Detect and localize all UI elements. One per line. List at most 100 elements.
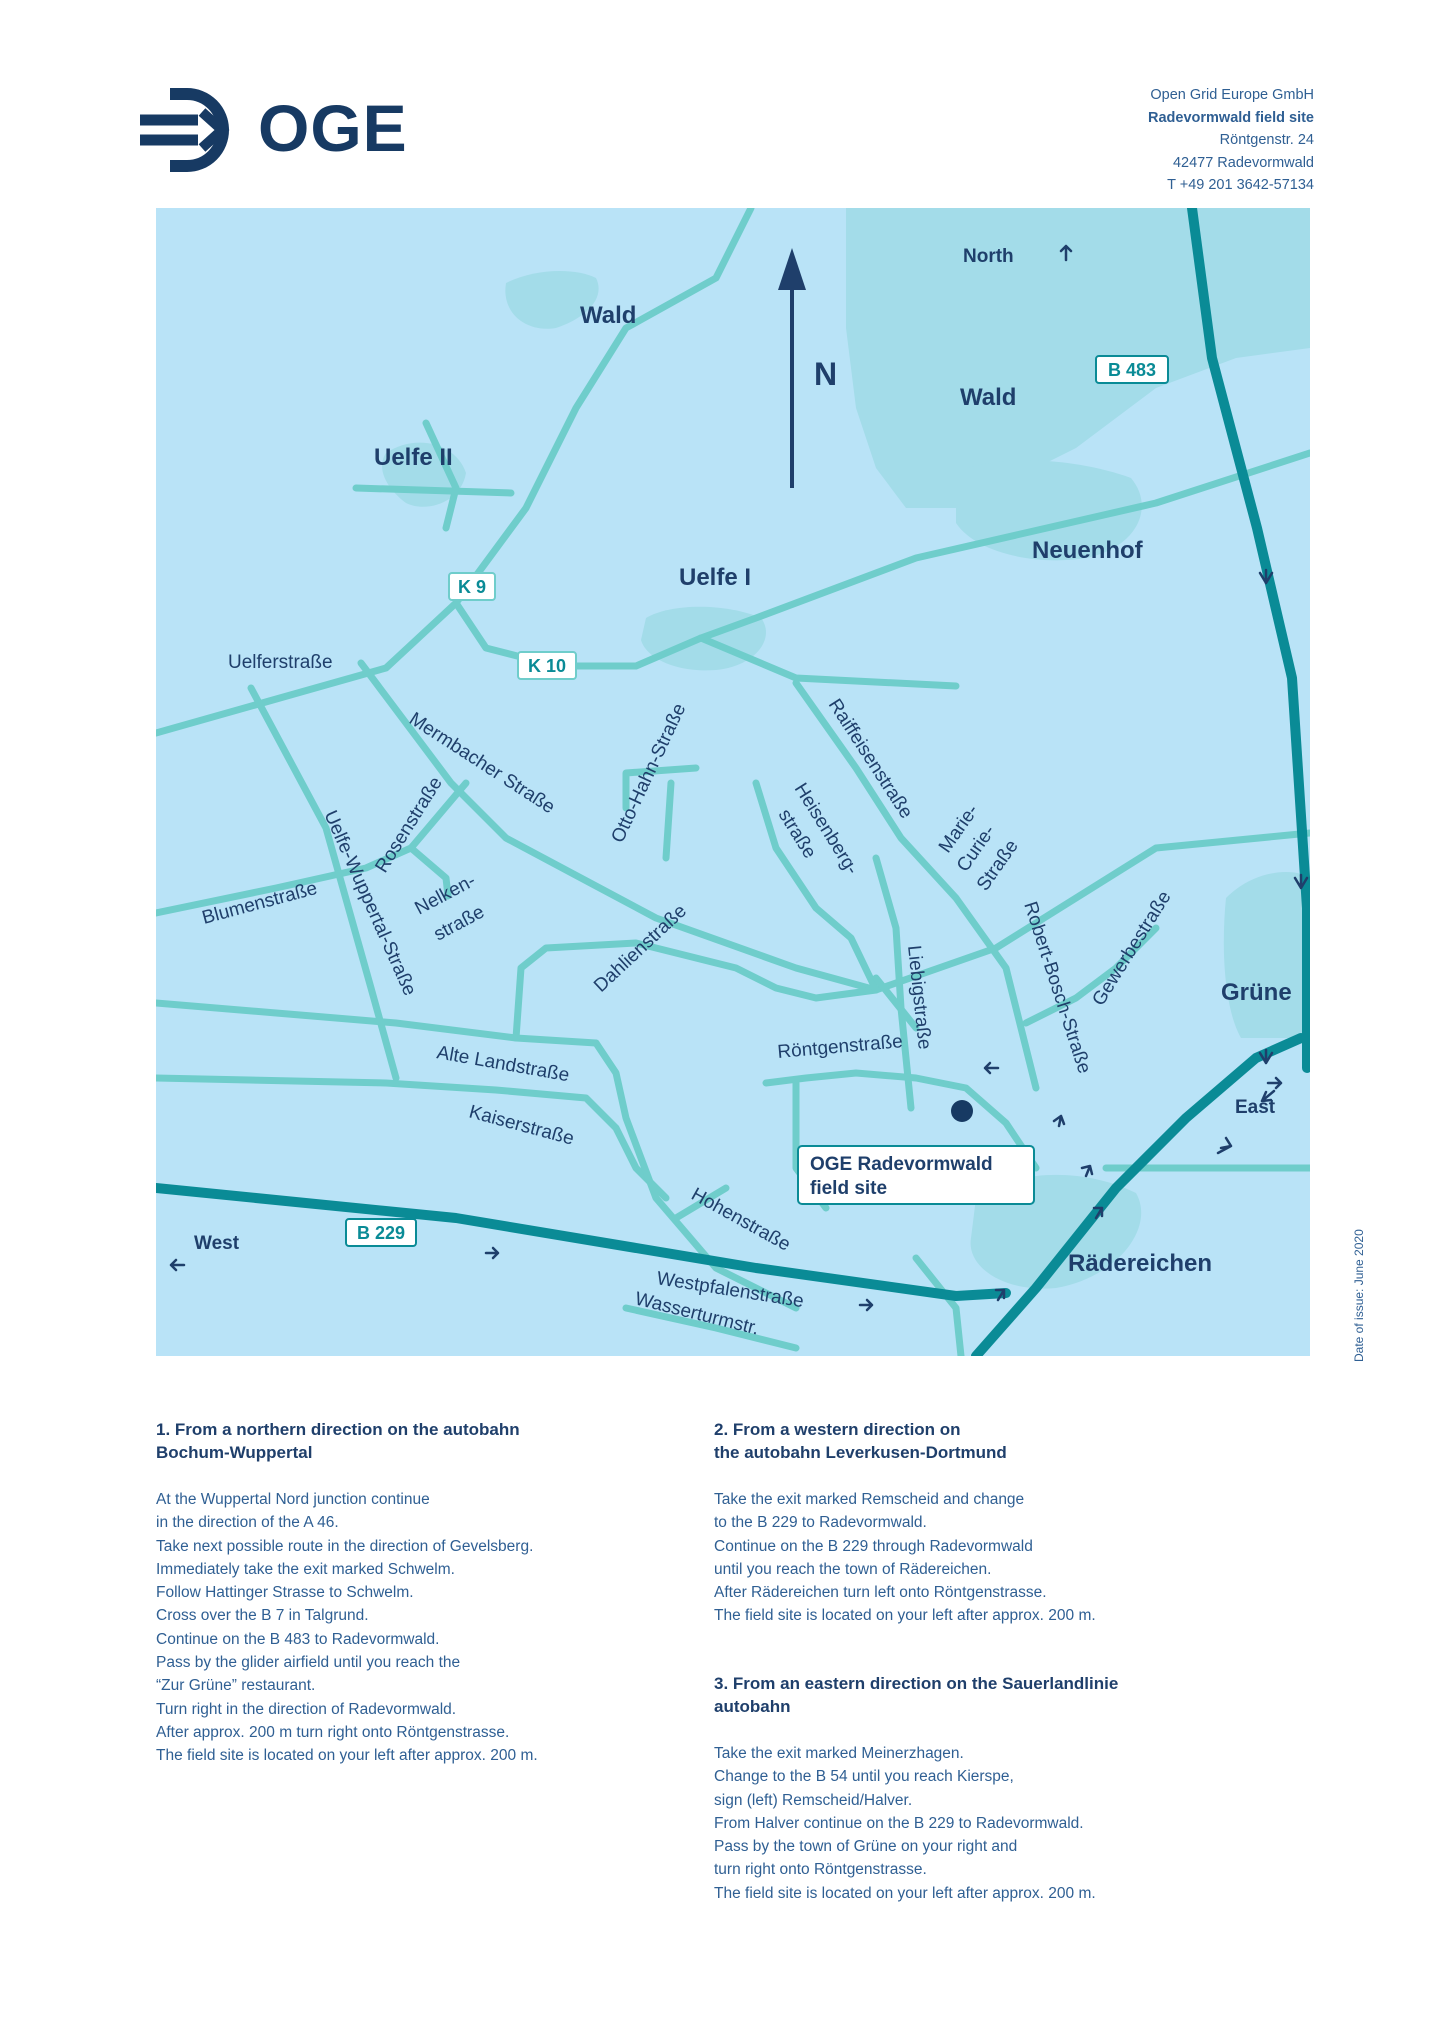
direction-line: turn right onto Röntgenstrasse. <box>714 1861 927 1879</box>
badge-b483-frame <box>1095 355 1169 384</box>
direction-line: Follow Hattinger Strasse to Schwelm. <box>156 1584 414 1602</box>
badge-k10-frame <box>517 651 577 680</box>
logo-wordmark: OGE <box>258 91 408 165</box>
direction-line: in the direction of the A 46. <box>156 1514 339 1532</box>
route-arrows <box>169 244 1309 1312</box>
east-direction-arrow <box>1266 1076 1283 1090</box>
north-arrow <box>778 248 806 488</box>
north-letter: N <box>814 356 837 392</box>
direction-line: Turn right in the direction of Radevormw… <box>156 1700 457 1718</box>
direction-line: The field site is located on your left a… <box>156 1747 538 1765</box>
place-raedereichen: Rädereichen <box>1068 1250 1212 1277</box>
highway-b229-west <box>156 1183 1011 1301</box>
direction-line: After approx. 200 m turn right onto Rönt… <box>156 1723 510 1741</box>
direction-line: to the B 229 to Radevormwald. <box>714 1514 927 1532</box>
direction-line: Continue on the B 229 through Radevormwa… <box>714 1537 1033 1555</box>
direction-line: The field site is located on your left a… <box>714 1607 1096 1625</box>
place-uelfe-ii: Uelfe II <box>374 444 453 471</box>
route-arrow <box>1080 1164 1094 1178</box>
route-arrow <box>1260 1089 1276 1103</box>
highways <box>156 208 1310 1356</box>
directions-section-west: 2. From a western direction on the autob… <box>714 1418 1096 1628</box>
place-neuenhof: Neuenhof <box>1032 537 1144 564</box>
city-address: 42477 Radevormwald <box>1172 154 1314 171</box>
oge-logo: OGE <box>140 84 430 176</box>
direction-line: At the Wuppertal Nord junction continue <box>156 1491 430 1508</box>
direction-line: Cross over the B 7 in Talgrund. <box>156 1607 369 1625</box>
local-roads <box>156 208 1310 1356</box>
route-arrow <box>858 1298 874 1312</box>
badge-k10: K 10 <box>528 656 566 676</box>
section-title: 2. From a western direction on the autob… <box>714 1418 1096 1464</box>
section-title: 3. From an eastern direction on the Saue… <box>714 1672 1118 1718</box>
road-badges: B 483 K 9 K 10 B 229 <box>345 355 1169 1247</box>
site-name: Radevormwald field site <box>1148 109 1314 126</box>
label-east: East <box>1235 1097 1276 1118</box>
directions-map: N Wald Wald Uelfe II Uelfe I Neuenhof Gr… <box>156 208 1310 1356</box>
badge-b483: B 483 <box>1108 360 1156 380</box>
highway-b229-east <box>971 1033 1306 1356</box>
site-location-marker <box>951 1100 973 1122</box>
section-title: 1. From a northern direction on the auto… <box>156 1418 538 1464</box>
section-title-line: 2. From a western direction on <box>714 1420 961 1439</box>
street-uelferstrasse: Uelferstraße <box>228 652 333 673</box>
company-name: Open Grid Europe GmbH <box>1150 87 1314 103</box>
direction-line: Immediately take the exit marked Schwelm… <box>156 1560 455 1578</box>
label-west: West <box>194 1233 240 1254</box>
forest-northeast <box>846 208 1310 508</box>
route-arrow <box>983 1061 1000 1075</box>
highway-b483 <box>1187 208 1310 1073</box>
route-arrow <box>994 1288 1006 1302</box>
direction-line: Pass by the glider airfield until you re… <box>156 1654 461 1672</box>
badge-k9: K 9 <box>458 577 486 597</box>
west-direction-arrow <box>169 1258 186 1272</box>
route-arrow <box>1258 1048 1274 1065</box>
settlement-gruene <box>1223 872 1310 1038</box>
route-arrow <box>1293 873 1309 890</box>
site-label-line2: field site <box>810 1178 887 1199</box>
issue-date: Date of issue: June 2020 <box>1352 1229 1366 1362</box>
direction-line: Take next possible route in the directio… <box>156 1537 534 1555</box>
north-direction-arrow <box>1059 244 1073 262</box>
site-label-box <box>797 1145 1035 1205</box>
direction-line: From Halver continue on the B 229 to Rad… <box>714 1814 1084 1832</box>
route-arrow <box>484 1246 500 1260</box>
route-arrow <box>1216 1136 1233 1155</box>
street-address: Röntgenstr. 24 <box>1219 132 1314 148</box>
section-body: Take the exit marked Remscheid and chang… <box>714 1488 1096 1628</box>
direction-line: The field site is located on your left a… <box>714 1884 1096 1902</box>
section-title-line: 3. From an eastern direction on the Saue… <box>714 1674 1119 1693</box>
direction-line: Continue on the B 483 to Radevormwald. <box>156 1630 440 1648</box>
address-block: Open Grid Europe GmbH Radevormwald field… <box>1054 84 1314 197</box>
direction-line: “Zur Grüne” restaurant. <box>156 1677 316 1695</box>
route-arrow <box>1052 1114 1066 1128</box>
direction-labels: North East West <box>194 246 1276 1254</box>
section-title-line: autobahn <box>714 1697 791 1716</box>
direction-line: sign (left) Remscheid/Halver. <box>714 1791 913 1809</box>
directions-section-east: 3. From an eastern direction on the Saue… <box>714 1672 1118 1905</box>
place-gruene: Grüne <box>1221 979 1292 1006</box>
direction-line: until you reach the town of Rädereichen. <box>714 1560 992 1578</box>
place-labels: Wald Wald Uelfe II Uelfe I Neuenhof Grün… <box>374 302 1292 1277</box>
direction-line: Take the exit marked Meinerzhagen. <box>714 1745 964 1762</box>
direction-line: Pass by the town of Grüne on your right … <box>714 1838 1018 1856</box>
place-uelfe-i: Uelfe I <box>679 564 751 591</box>
forest-north <box>505 271 599 329</box>
section-body: Take the exit marked Meinerzhagen. Chang… <box>714 1742 1118 1905</box>
phone-number: T +49 201 3642-57134 <box>1167 177 1314 193</box>
place-wald-north: Wald <box>580 302 636 329</box>
site-label-line1: OGE Radevormwald <box>810 1154 993 1175</box>
label-north: North <box>963 246 1014 267</box>
section-body: At the Wuppertal Nord junction continue … <box>156 1488 538 1768</box>
directions-section-north: 1. From a northern direction on the auto… <box>156 1418 538 1768</box>
oge-logo-icon <box>140 88 230 172</box>
place-wald-east: Wald <box>960 384 1016 411</box>
section-title-line: Bochum-Wuppertal <box>156 1443 313 1462</box>
badge-b229: B 229 <box>357 1223 405 1243</box>
direction-line: After Rädereichen turn left onto Röntgen… <box>714 1584 1047 1602</box>
route-arrow <box>1258 568 1274 585</box>
direction-line: Take the exit marked Remscheid and chang… <box>714 1491 1025 1508</box>
section-title-line: 1. From a northern direction on the auto… <box>156 1420 520 1439</box>
direction-line: Change to the B 54 until you reach Kiers… <box>714 1768 1014 1786</box>
section-title-line: the autobahn Leverkusen-Dortmund <box>714 1443 1007 1462</box>
